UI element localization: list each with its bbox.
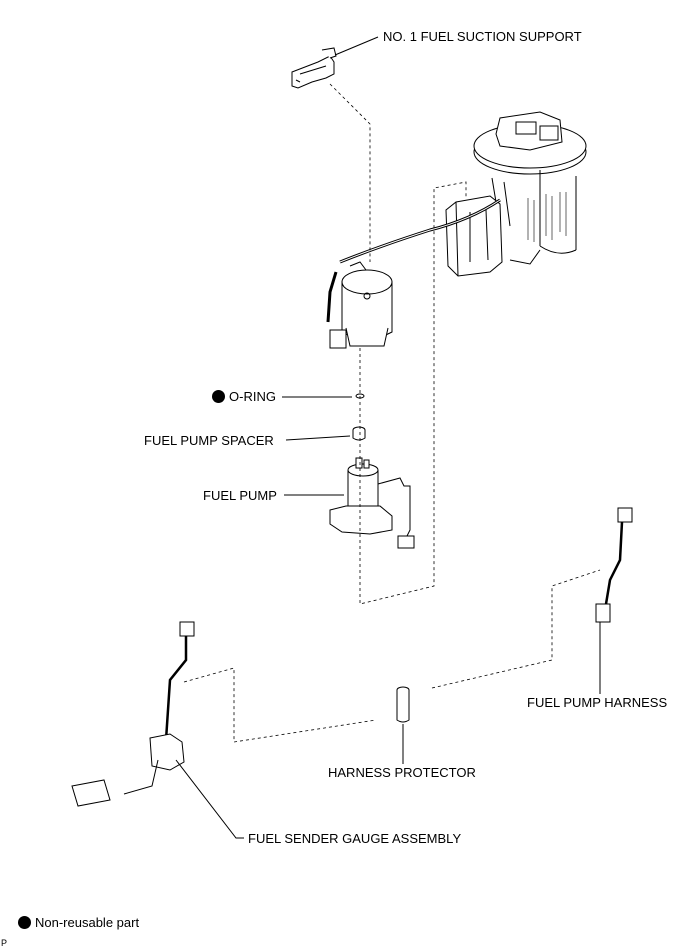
fuel-pump-part — [329, 457, 415, 549]
sender-gauge-label: FUEL SENDER GAUGE ASSEMBLY — [248, 831, 462, 846]
pump-spacer-label: FUEL PUMP SPACER — [144, 433, 274, 448]
suction-support-label: NO. 1 FUEL SUCTION SUPPORT — [383, 29, 582, 44]
o-ring-label-text: O-RING — [229, 389, 276, 404]
suction-support-leader — [334, 36, 379, 56]
pump-spacer-part — [352, 426, 366, 441]
sender-gauge-part — [71, 621, 195, 807]
pump-harness-label: FUEL PUMP HARNESS — [527, 695, 668, 710]
sender-gauge-leader — [175, 759, 244, 839]
pump-harness-part — [595, 507, 633, 623]
assembly-dashed-lines — [183, 83, 601, 743]
fuel-filter-housing — [329, 261, 393, 349]
suction-support-part — [291, 47, 337, 89]
pump-spacer-leader — [285, 435, 351, 441]
fuel-suction-assembly — [445, 111, 587, 277]
legend-dot-icon — [18, 916, 31, 929]
harness-protector-part — [396, 686, 410, 723]
non-reusable-dot-icon — [212, 390, 225, 403]
legend-text: Non-reusable part — [35, 915, 140, 930]
figure-id: P — [1, 938, 8, 948]
legend: Non-reusable part — [18, 915, 139, 930]
fuel-pump-label: FUEL PUMP — [203, 488, 277, 503]
o-ring-label: O-RING — [212, 389, 276, 405]
harness-protector-label: HARNESS PROTECTOR — [328, 765, 476, 780]
